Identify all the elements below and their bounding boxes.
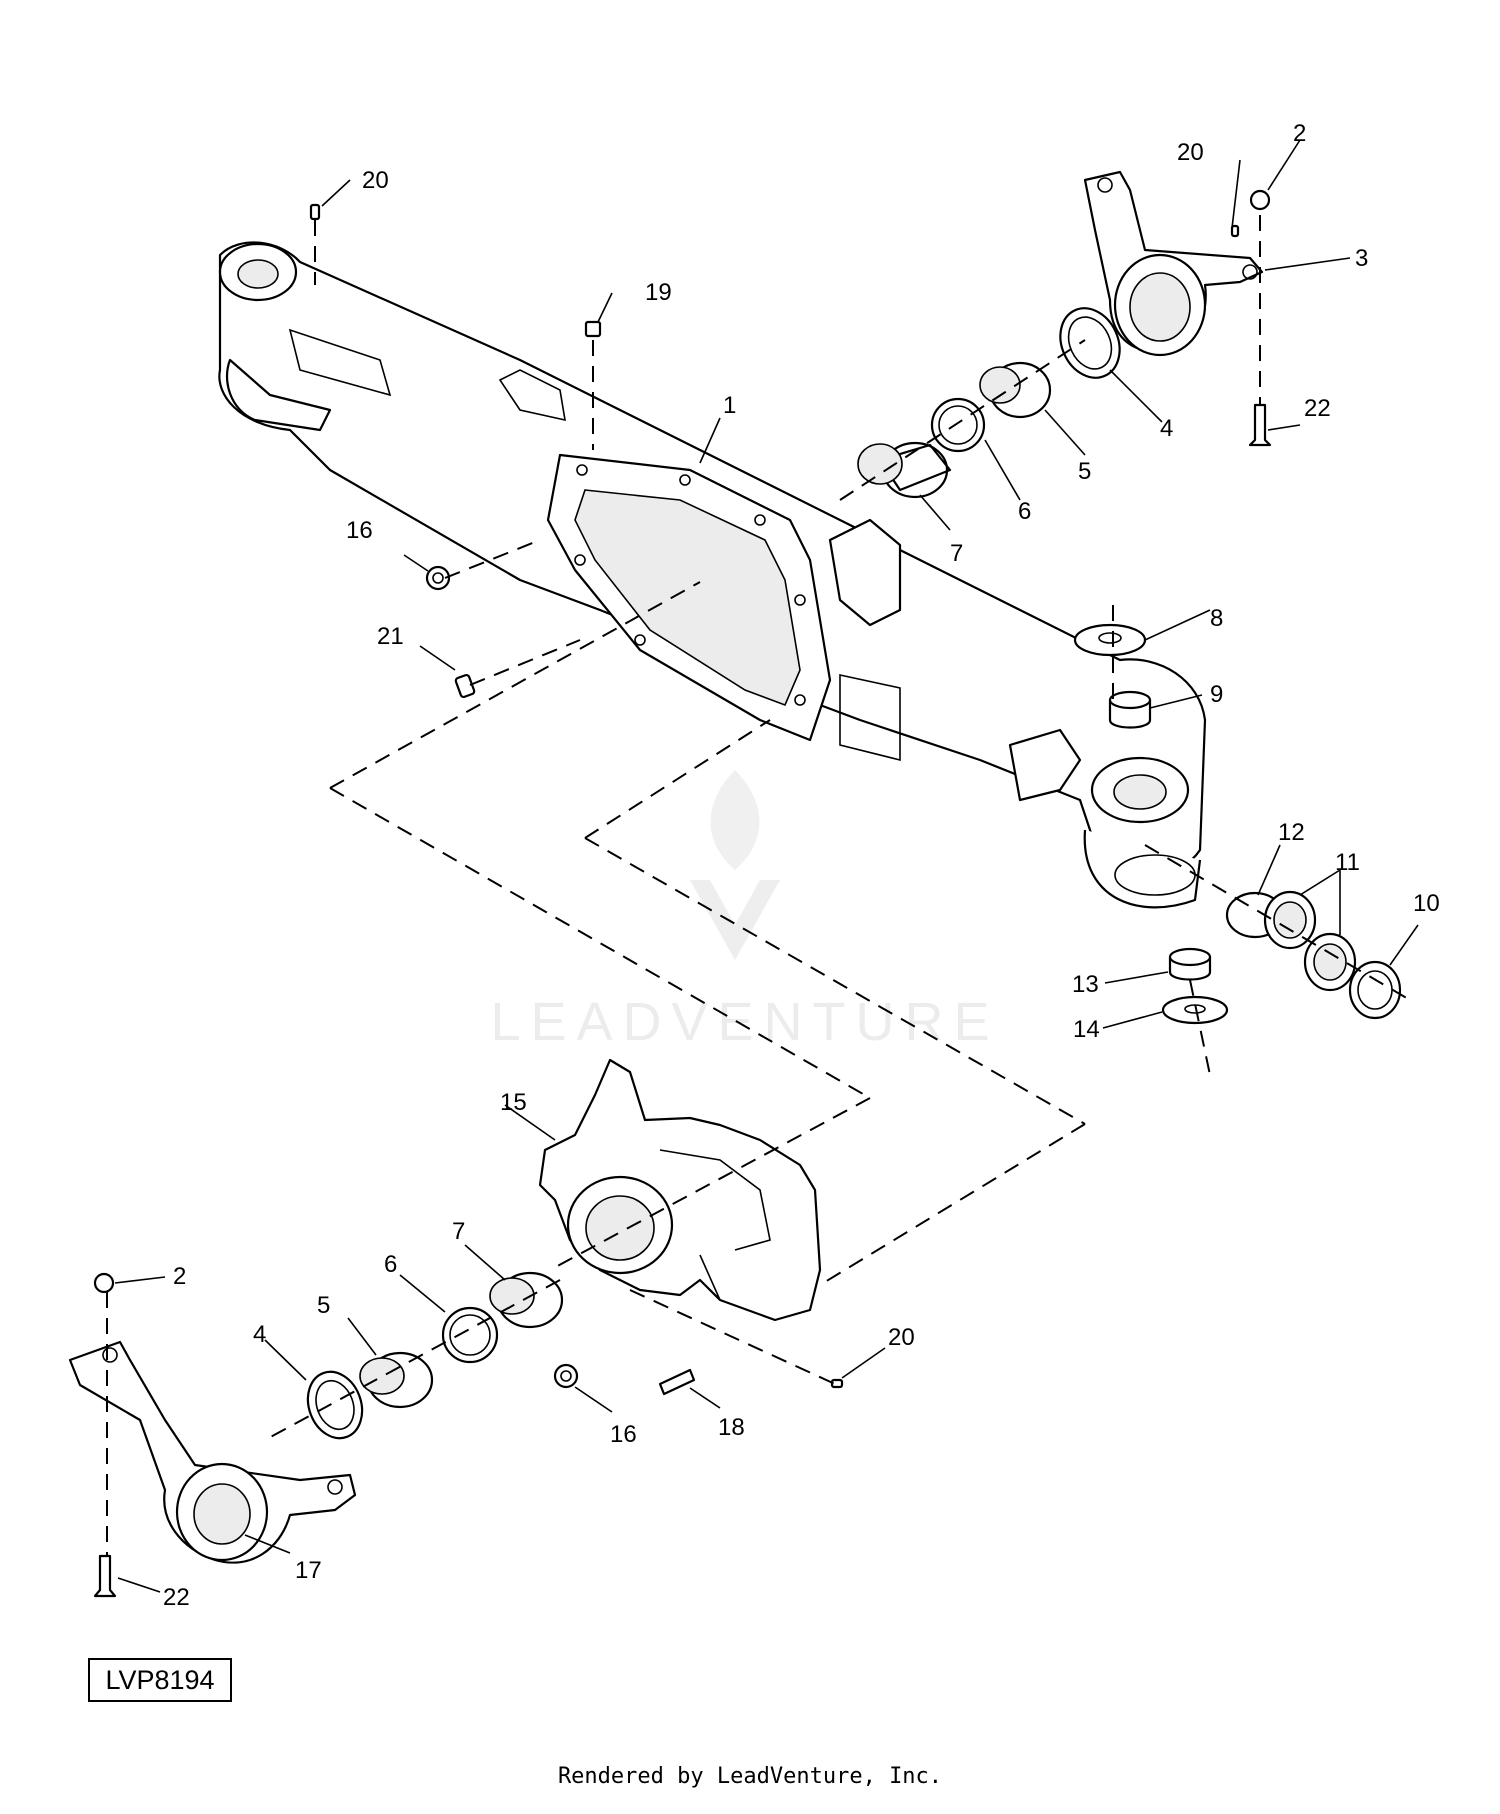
callout-9: 9 — [1210, 681, 1223, 708]
callout-15: 15 — [500, 1089, 527, 1116]
plug-20-top-right — [1230, 224, 1240, 238]
parts-small — [93, 189, 1402, 1598]
callout-21: 21 — [377, 623, 404, 650]
leader-lines — [114, 139, 1419, 1593]
callout-labels: 20 19 1 20 2 3 4 5 6 7 22 8 9 12 11 10 1… — [163, 120, 1440, 1611]
callout-5: 5 — [317, 1292, 330, 1319]
plug-20-top-left — [309, 203, 321, 221]
nut-2-bottom — [93, 1272, 115, 1294]
washer-14 — [1161, 995, 1229, 1025]
thrust-washer-4-bottom — [306, 1370, 364, 1440]
callout-17: 17 — [295, 1557, 322, 1584]
callout-18: 18 — [718, 1414, 745, 1441]
callout-5: 5 — [1078, 458, 1091, 485]
callout-20: 20 — [1177, 139, 1204, 166]
callout-6: 6 — [384, 1251, 397, 1278]
callout-7: 7 — [950, 540, 963, 567]
axle-support-bracket-left — [68, 1340, 357, 1564]
figure-code-label: LVP8194 — [88, 1658, 232, 1702]
callout-14: 14 — [1073, 1016, 1100, 1043]
bushing-5-top — [979, 361, 1052, 419]
nut-2-top — [1249, 189, 1271, 211]
watermark-text: LEADVENTURE — [490, 992, 999, 1052]
callout-6: 6 — [1018, 498, 1031, 525]
callout-19: 19 — [645, 279, 672, 306]
thrust-washer-4-top — [1059, 307, 1121, 379]
callout-11: 11 — [1335, 849, 1360, 876]
bushing-7-top — [857, 441, 952, 499]
assembly-lines — [106, 215, 1411, 1556]
bushing-5-bottom — [359, 1351, 434, 1409]
screw-19 — [584, 320, 602, 338]
seal-ring-6-top — [930, 397, 986, 453]
callout-1: 1 — [723, 392, 736, 419]
nut-16-top — [425, 565, 451, 591]
bushing-13 — [1168, 947, 1212, 981]
pin-21 — [454, 673, 476, 699]
callout-10: 10 — [1413, 890, 1440, 917]
callout-12: 12 — [1278, 819, 1305, 846]
callout-16: 16 — [610, 1421, 637, 1448]
callout-3: 3 — [1355, 245, 1368, 272]
axle-housing — [218, 241, 1207, 909]
callout-8: 8 — [1210, 605, 1223, 632]
callout-4: 4 — [253, 1321, 266, 1348]
callout-22: 22 — [163, 1584, 190, 1611]
bolt-18 — [658, 1368, 696, 1396]
callout-2: 2 — [1293, 120, 1306, 147]
leadventure-watermark: LEADVENTURE — [490, 770, 999, 1052]
seal-ring-6-bottom — [441, 1306, 499, 1364]
nut-16-bottom — [553, 1363, 579, 1389]
callout-20: 20 — [888, 1324, 915, 1351]
bolt-22-top — [1248, 403, 1272, 447]
callout-2: 2 — [173, 1263, 186, 1290]
axle-support-bracket-right — [1083, 170, 1264, 357]
callout-22: 22 — [1304, 395, 1331, 422]
callout-4: 4 — [1160, 415, 1173, 442]
rendered-by-footer: Rendered by LeadVenture, Inc. — [557, 1764, 943, 1789]
callout-16: 16 — [346, 517, 373, 544]
bushing-7-bottom — [489, 1271, 564, 1329]
callout-20: 20 — [362, 167, 389, 194]
washer-8 — [1073, 623, 1147, 657]
callout-7: 7 — [452, 1218, 465, 1245]
bushing-9 — [1108, 690, 1152, 729]
callout-13: 13 — [1072, 971, 1099, 998]
bolt-22-bottom — [93, 1554, 117, 1598]
center-housing — [538, 1058, 822, 1322]
